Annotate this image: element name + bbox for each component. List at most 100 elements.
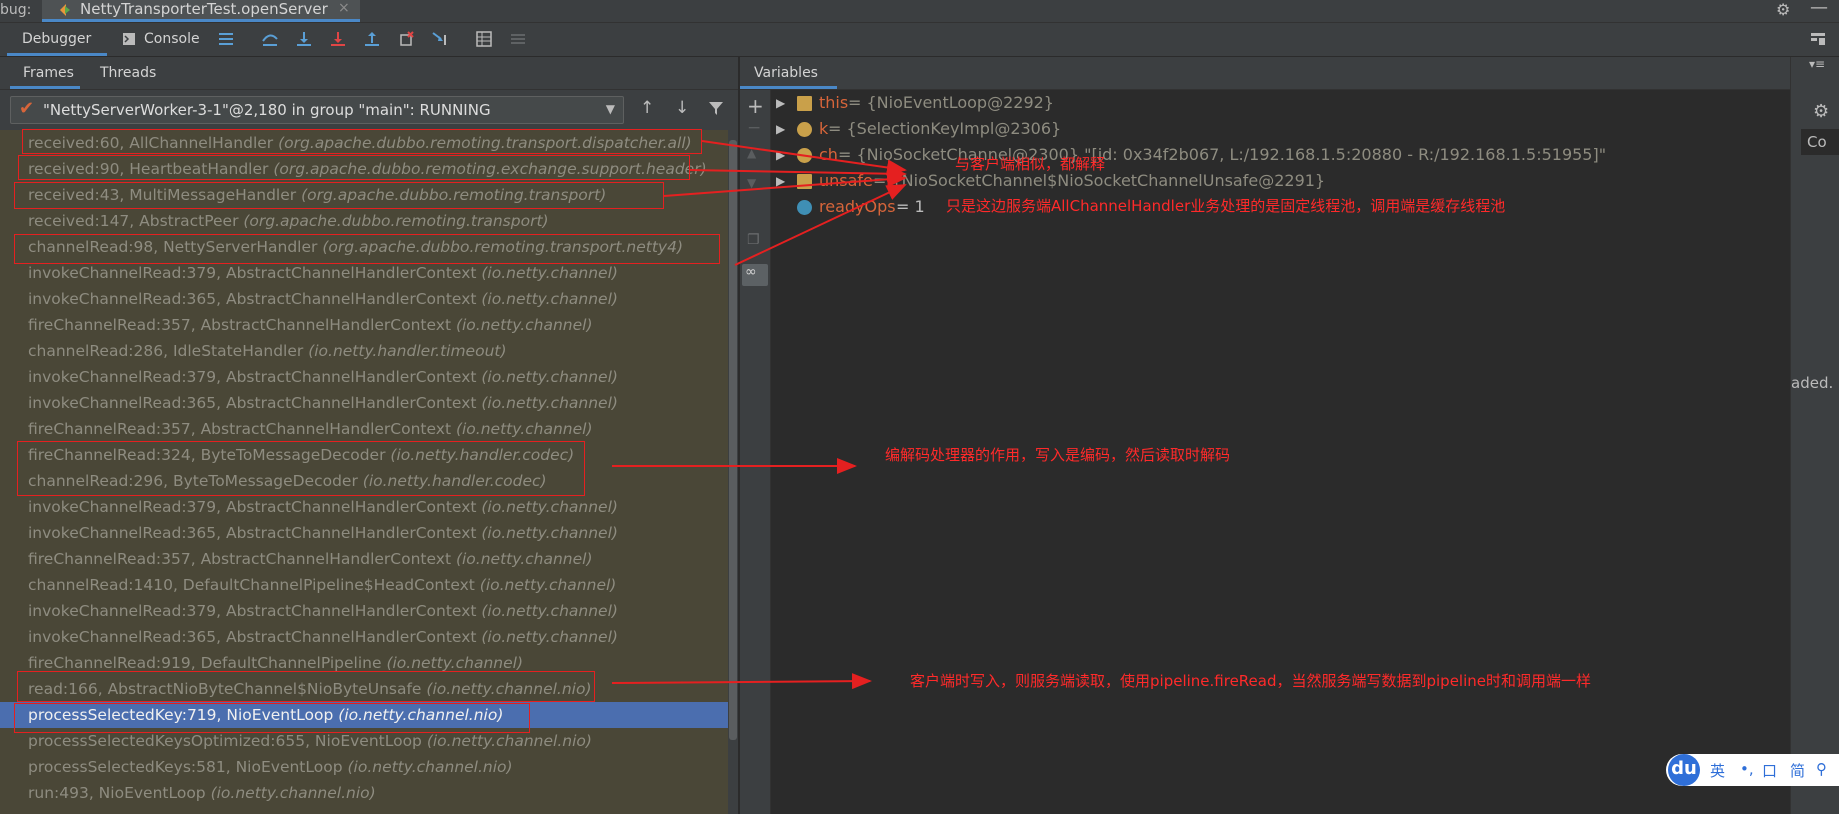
frame-row[interactable]: received:43, MultiMessageHandler (org.ap… — [0, 182, 728, 208]
frame-method: invokeChannelRead:365, AbstractChannelHa… — [28, 524, 482, 542]
primitive-field-icon — [797, 200, 812, 215]
close-icon[interactable]: × — [338, 0, 350, 16]
frame-method: received:43, MultiMessageHandler — [28, 186, 302, 204]
tab-console[interactable]: Console — [144, 31, 200, 47]
move-down-icon[interactable]: ▼ — [747, 176, 757, 190]
frame-row[interactable]: read:166, AbstractNioByteChannel$NioByte… — [0, 676, 728, 702]
gear-icon[interactable]: ⚙ — [1813, 101, 1830, 122]
show-execution-point-icon[interactable] — [260, 29, 280, 49]
trace-icon[interactable] — [508, 29, 528, 49]
variables-panel-header: Variables — [740, 57, 1790, 90]
frame-row[interactable]: invokeChannelRead:379, AbstractChannelHa… — [0, 598, 728, 624]
frame-method: received:90, HeartbeatHandler — [28, 160, 274, 178]
ime-lang-toggle[interactable]: 英 — [1710, 762, 1726, 780]
scrollbar-thumb[interactable] — [729, 140, 737, 740]
variable-row[interactable]: readyOps = 1 — [771, 194, 1781, 220]
step-over-icon[interactable] — [294, 29, 314, 49]
move-up-icon[interactable]: ▲ — [747, 146, 757, 160]
layout-settings-icon[interactable] — [1808, 29, 1828, 49]
frame-package: (org.apache.dubbo.remoting.transport) — [301, 186, 607, 204]
minimize-icon[interactable]: — — [1810, 0, 1828, 18]
frame-package: (org.apache.dubbo.remoting.exchange.supp… — [273, 160, 707, 178]
arrow-up-icon[interactable]: ↑ — [640, 98, 655, 118]
highlight-box — [14, 234, 720, 264]
thread-name: "NettyServerWorker-3-1"@2,180 in group "… — [43, 101, 491, 119]
frame-row[interactable]: invokeChannelRead:379, AbstractChannelHa… — [0, 260, 728, 286]
frame-row[interactable]: invokeChannelRead:379, AbstractChannelHa… — [0, 364, 728, 390]
thread-selector-row: ✔ "NettyServerWorker-3-1"@2,180 in group… — [0, 90, 738, 130]
show-watches-toggle[interactable]: ∞ — [742, 264, 768, 286]
frame-row[interactable]: processSelectedKeys:581, NioEventLoop (i… — [0, 754, 728, 780]
ime-punct-toggle[interactable]: •, — [1740, 760, 1754, 778]
frame-row[interactable]: received:147, AbstractPeer (org.apache.d… — [0, 208, 728, 234]
ime-toolbar[interactable]: du 英 •, 口 简 ⚲ — [1666, 754, 1839, 786]
frame-row[interactable]: fireChannelRead:357, AbstractChannelHand… — [0, 312, 728, 338]
expand-icon[interactable]: ▶ — [776, 148, 786, 162]
frame-package: (io.netty.handler.codec) — [362, 472, 547, 490]
frame-row[interactable]: channelRead:296, ByteToMessageDecoder (i… — [0, 468, 728, 494]
frame-row[interactable]: processSelectedKey:719, NioEventLoop (io… — [0, 702, 728, 728]
expand-icon[interactable]: ▶ — [776, 122, 786, 136]
frame-row[interactable]: invokeChannelRead:365, AbstractChannelHa… — [0, 286, 728, 312]
frame-method: processSelectedKeys:581, NioEventLoop — [28, 758, 348, 776]
frame-package: (io.netty.channel) — [481, 602, 618, 620]
thread-dropdown[interactable]: ✔ "NettyServerWorker-3-1"@2,180 in group… — [10, 96, 624, 124]
frame-row[interactable]: invokeChannelRead:379, AbstractChannelHa… — [0, 494, 728, 520]
expand-icon[interactable]: ▶ — [776, 174, 786, 188]
tab-variables[interactable]: Variables — [740, 57, 837, 89]
variable-row[interactable]: ▶unsafe = {NioSocketChannel$NioSocketCha… — [771, 168, 1781, 194]
gear-icon[interactable]: ⚙ — [1776, 0, 1791, 19]
frame-row[interactable]: fireChannelRead:919, DefaultChannelPipel… — [0, 650, 728, 676]
frame-row[interactable]: channelRead:98, NettyServerHandler (org.… — [0, 234, 728, 260]
variable-row[interactable]: ▶this = {NioEventLoop@2292} — [771, 90, 1781, 116]
frame-row[interactable]: channelRead:286, IdleStateHandler (io.ne… — [0, 338, 728, 364]
tab-threads[interactable]: Threads — [100, 65, 157, 81]
run-to-cursor-icon[interactable] — [430, 29, 450, 49]
filter-icon[interactable] — [708, 100, 724, 116]
remove-watch-icon[interactable]: − — [747, 118, 762, 138]
frame-row[interactable]: received:90, HeartbeatHandler (org.apach… — [0, 156, 728, 182]
frame-row[interactable]: fireChannelRead:357, AbstractChannelHand… — [0, 416, 728, 442]
tab-frames[interactable]: Frames — [10, 57, 80, 89]
frames-scrollbar[interactable] — [728, 130, 738, 814]
frame-method: fireChannelRead:324, ByteToMessageDecode… — [28, 446, 391, 464]
ime-settings-icon[interactable]: ⚲ — [1816, 760, 1827, 778]
frame-package: (io.netty.channel) — [481, 524, 618, 542]
frame-row[interactable]: invokeChannelRead:365, AbstractChannelHa… — [0, 520, 728, 546]
arrow-down-icon[interactable]: ↓ — [675, 98, 690, 118]
frame-package: (io.netty.channel) — [481, 264, 618, 282]
frame-row[interactable]: channelRead:1410, DefaultChannelPipeline… — [0, 572, 728, 598]
tab-netty-transporter-test[interactable]: NettyTransporterTest.openServer × — [42, 0, 360, 22]
frame-package: (io.netty.channel) — [481, 498, 618, 516]
step-out-icon[interactable] — [362, 29, 382, 49]
drop-frame-icon[interactable] — [396, 29, 416, 49]
frame-package: (io.netty.handler.codec) — [390, 446, 575, 464]
frame-row[interactable]: invokeChannelRead:365, AbstractChannelHa… — [0, 624, 728, 650]
evaluate-expression-icon[interactable] — [474, 29, 494, 49]
field-icon — [797, 122, 812, 137]
expand-icon[interactable]: ▶ — [776, 96, 786, 110]
frame-row[interactable]: run:493, NioEventLoop (io.netty.channel.… — [0, 780, 728, 806]
frame-row[interactable]: fireChannelRead:324, ByteToMessageDecode… — [0, 442, 728, 468]
frame-row[interactable]: processSelectedKeysOptimized:655, NioEve… — [0, 728, 728, 754]
settings-menu-icon[interactable]: ▾≡ — [1809, 57, 1826, 71]
variable-row[interactable]: ▶k = {SelectionKeyImpl@2306} — [771, 116, 1781, 142]
layout-lines-icon[interactable] — [216, 29, 236, 49]
add-watch-icon[interactable]: + — [747, 94, 764, 118]
variables-tree: ▶this = {NioEventLoop@2292}▶k = {Selecti… — [771, 90, 1790, 814]
baidu-ime-logo: du — [1668, 754, 1700, 786]
step-into-icon[interactable] — [328, 29, 348, 49]
ime-simplified-toggle[interactable]: 简 — [1790, 762, 1806, 780]
frame-package: (org.apache.dubbo.remoting.transport.dis… — [278, 134, 692, 152]
ime-soft-keyboard[interactable]: 口 — [1762, 762, 1778, 780]
frame-row[interactable]: received:60, AllChannelHandler (org.apac… — [0, 130, 728, 156]
annotation-fire-read: 客户端时写入，则服务端读取，使用pipeline.fireRead，当然服务端写… — [910, 672, 1591, 690]
frame-row[interactable]: fireChannelRead:357, AbstractChannelHand… — [0, 546, 728, 572]
tab-debugger[interactable]: Debugger — [7, 23, 107, 56]
right-tool-strip: ▾≡ ⚙ Co aded. — [1790, 57, 1839, 814]
panel-divider[interactable] — [738, 57, 740, 814]
copy-icon[interactable]: ❐ — [747, 232, 760, 248]
glasses-icon: ∞ — [745, 264, 757, 280]
frame-method: invokeChannelRead:379, AbstractChannelHa… — [28, 498, 482, 516]
frame-row[interactable]: invokeChannelRead:365, AbstractChannelHa… — [0, 390, 728, 416]
